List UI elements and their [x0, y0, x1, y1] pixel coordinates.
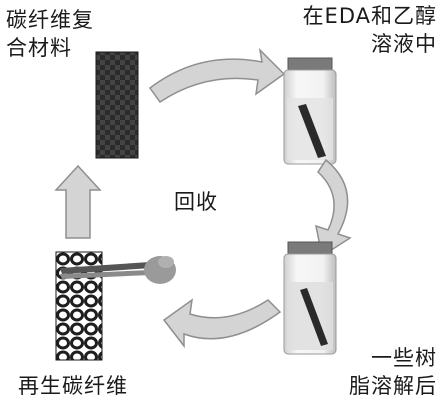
vial-resin-dissolved — [283, 241, 337, 355]
label-regenerated-carbon-fiber: 再生碳纤维 — [18, 374, 128, 398]
label-recycle: 回收 — [174, 190, 218, 214]
label-in-eda-ethanol-solution: 在EDA和乙醇 溶液中 — [302, 4, 437, 56]
arrow-to-composite — [54, 164, 102, 239]
carbon-fiber-composite-plate — [95, 51, 139, 159]
tweezers-and-hand — [60, 256, 176, 284]
label-carbon-fiber-composite: 碳纤维复 合材料 — [6, 8, 94, 60]
arrow-to-regenerated — [162, 298, 282, 349]
arrow-to-solution — [148, 47, 286, 104]
label-resin-dissolved: 一些树 脂溶解后 — [349, 346, 437, 398]
vial-in-solution — [283, 57, 337, 165]
